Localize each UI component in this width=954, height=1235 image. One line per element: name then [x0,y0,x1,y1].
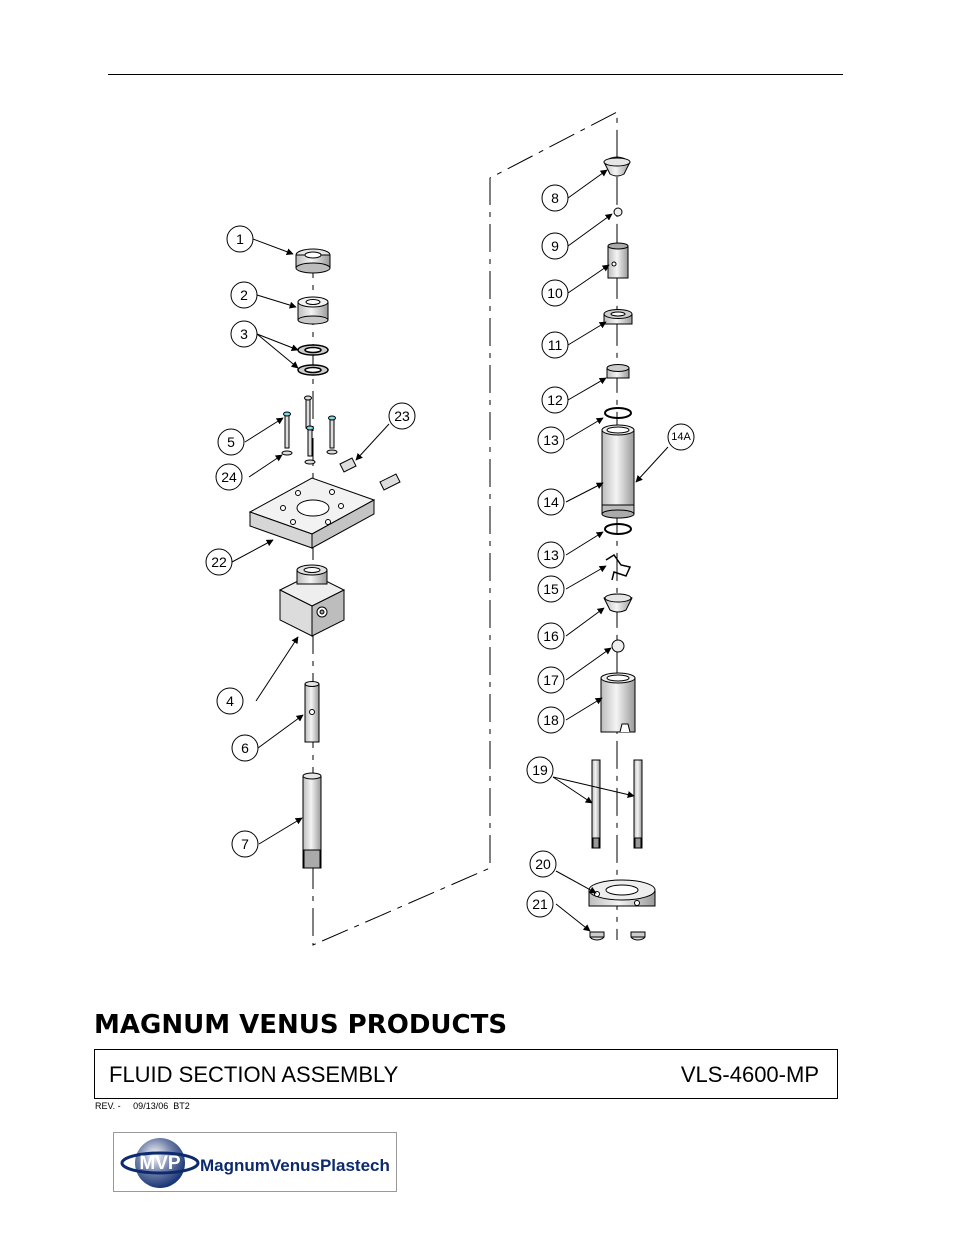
callout-14a-label: 14A [671,431,691,443]
exploded-assembly-drawing: 1 2 3 4 5 6 7 8 9 10 11 12 13 13 14 14A … [0,0,954,1000]
part-1-packing-nut [296,249,330,273]
part-16-seat [604,594,632,612]
callout-labels: 1 2 3 4 5 6 7 8 9 10 11 12 13 13 14 14A … [211,190,691,912]
part-5-bolts [284,396,336,456]
callout-14-label: 14 [543,494,559,510]
part-4-fluid-housing [280,565,344,636]
part-23-fitting [340,458,400,490]
revision-note: REV. - 09/13/06 BT2 [95,1101,190,1111]
part-14-cylinder [602,425,634,518]
phantom-connection-line [313,112,617,945]
callout-12-label: 12 [547,392,563,408]
part-15-clip [606,555,630,580]
company-name: MAGNUM VENUS PRODUCTS [94,1010,507,1040]
callout-13-label-top: 13 [543,432,559,448]
callout-19-label: 19 [532,762,548,778]
part-17-ball [612,640,624,652]
part-20-base-plate [589,880,655,906]
callout-bubbles [206,185,694,917]
part-12-nut [607,365,629,379]
callout-23-label: 23 [394,408,410,424]
company-logo: MVP MagnumVenusPlastech [113,1132,397,1192]
callout-24-label: 24 [221,469,237,485]
callout-6-label: 6 [241,740,249,756]
callout-16-label: 16 [543,628,559,644]
callout-5-label: 5 [227,434,235,450]
callout-21-label: 21 [532,896,548,912]
callout-4-label: 4 [226,693,234,709]
callout-13-label-bottom: 13 [543,547,559,563]
logo-badge-text: MVP [139,1153,181,1174]
callout-3-label: 3 [240,326,248,342]
title-block: FLUID SECTION ASSEMBLY VLS-4600-MP [94,1049,838,1099]
part-number: VLS-4600-MP [681,1062,819,1088]
part-8-seat [604,157,630,176]
callout-8-label: 8 [551,190,559,206]
logo-wordmark: MagnumVenusPlastech [200,1156,390,1176]
part-6-coupling-rod [305,682,319,743]
part-18-foot-valve-housing [601,673,635,732]
callout-18-label: 18 [543,712,559,728]
part-2-spacer [298,297,328,324]
callout-17-label: 17 [543,672,559,688]
part-22-mounting-plate [250,478,374,548]
mvp-globe-icon: MVP [120,1136,200,1190]
drawing-title: FLUID SECTION ASSEMBLY [109,1062,398,1088]
callout-7-label: 7 [241,836,249,852]
part-7-displacement-rod [303,773,321,868]
callout-22-label: 22 [211,554,227,570]
callout-leaders [232,170,668,931]
part-9-ball [614,208,622,216]
callout-9-label: 9 [551,238,559,254]
callout-1-label: 1 [236,231,244,247]
callout-15-label: 15 [543,581,559,597]
part-11-seal [604,310,632,325]
part-10-piston [608,243,628,278]
callout-20-label: 20 [535,856,551,872]
callout-2-label: 2 [240,287,248,303]
callout-10-label: 10 [547,285,563,301]
callout-11-label: 11 [548,337,563,353]
